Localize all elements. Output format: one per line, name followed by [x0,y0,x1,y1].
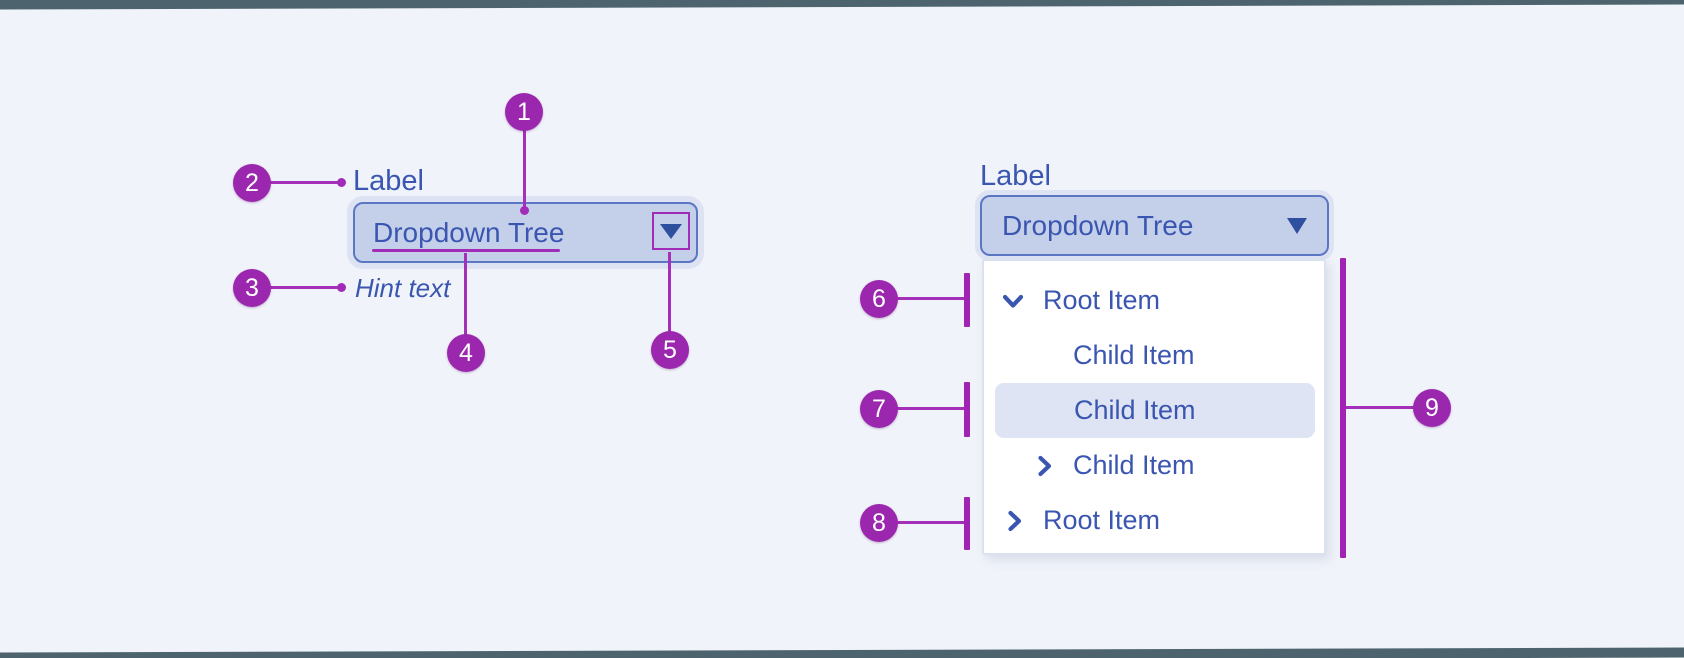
callout-8-badge: 8 [860,504,898,542]
tree-item-row-child-selected[interactable]: Child Item [984,383,1324,438]
callout-bracket [964,382,970,437]
top-edge-bar [0,0,1684,10]
callout-bracket [1340,258,1346,558]
dropdown-arrow-button[interactable] [652,212,690,250]
callout-7-badge: 7 [860,390,898,428]
tree-item-row-root-expanded[interactable]: Root Item [984,273,1324,328]
hint-text: Hint text [355,273,451,303]
field-label: Label [980,160,1051,192]
callout-5-badge: 5 [651,331,689,369]
callout-line [270,181,338,184]
chevron-down-icon [1002,294,1024,308]
dropdown-value-text: Dropdown Tree [1002,209,1194,241]
chevron-right-icon [1038,455,1052,476]
callout-line [897,407,964,410]
callout-dot [337,178,346,187]
callout-line [523,130,526,208]
callout-line [1346,406,1414,409]
caret-down-icon [1287,217,1307,234]
tree-list-panel: Root Item Child Item Child Item Child It… [982,259,1326,555]
dropdown-value-text: Dropdown Tree [373,216,565,248]
tree-item-row-child[interactable]: Child Item [984,328,1324,383]
callout-6-badge: 6 [860,280,898,318]
callout-3-badge: 3 [233,269,271,307]
callout-dot [520,206,529,215]
callout-bracket [964,273,970,327]
tree-item-label: Root Item [1043,505,1161,535]
callout-bracket [964,497,970,550]
field-label: Label [353,165,424,197]
chevron-right-icon [1008,510,1022,531]
callout-1-badge: 1 [505,93,543,131]
dropdown-tree-field-open[interactable]: Dropdown Tree [980,195,1329,256]
callout-line [897,297,964,300]
callout-line [668,252,671,332]
tree-item-row-root-collapsed[interactable]: Root Item [984,493,1324,548]
callout-dot [337,283,346,292]
selected-row-highlight [995,383,1315,438]
callout-9-badge: 9 [1413,389,1451,427]
tree-item-label: Child Item [1073,340,1195,370]
callout-line [897,521,964,524]
tree-item-row-child-collapsed[interactable]: Child Item [984,438,1324,493]
callout-line [270,286,338,289]
tree-item-label: Child Item [1074,395,1196,425]
callout-2-badge: 2 [233,164,271,202]
callout-line [464,253,467,335]
caret-down-icon [660,223,682,239]
tree-item-label: Root Item [1043,285,1161,315]
tree-item-label: Child Item [1073,450,1195,480]
value-underline-annotation [372,249,560,252]
callout-4-badge: 4 [447,334,485,372]
bottom-edge-bar [0,647,1684,658]
